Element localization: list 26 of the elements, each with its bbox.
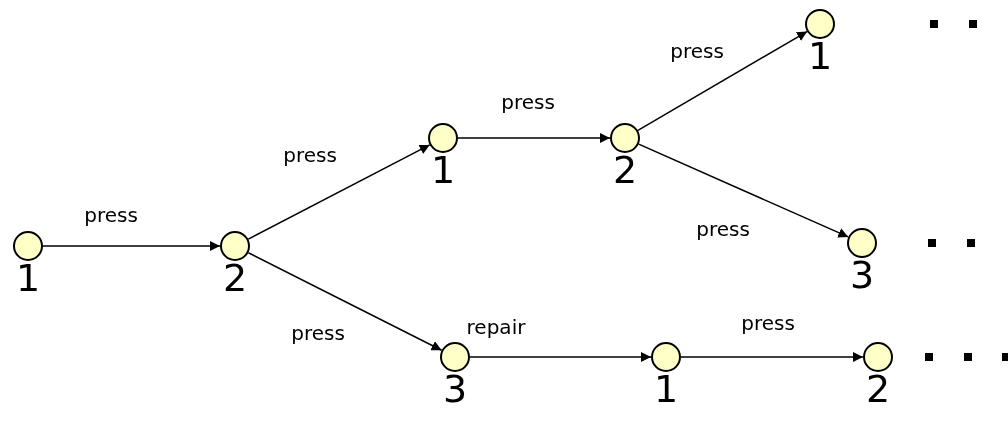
state-number: 1 [15,261,41,295]
state-number: 3 [849,258,875,292]
arrow [247,252,443,351]
arrow [42,241,221,251]
arrow [637,143,850,238]
state-number: 1 [430,153,456,187]
state-circle [440,342,470,372]
state-number: 2 [612,153,638,187]
state-circle [13,231,43,261]
state-number: 2 [865,372,891,406]
state-circle [863,342,893,372]
state-number: 3 [442,372,468,406]
state-number: 2 [222,261,248,295]
arrow [469,352,652,362]
arrow [457,133,611,143]
state-circle [610,123,640,153]
state-number: 1 [653,372,679,406]
state-number: 1 [807,39,833,73]
state-circle [428,123,458,153]
arrow [637,30,808,132]
state-circle [847,228,877,258]
state-circle [220,231,250,261]
state-circle [651,342,681,372]
arrow [247,144,431,240]
state-circle [805,9,835,39]
arrow [680,352,864,362]
